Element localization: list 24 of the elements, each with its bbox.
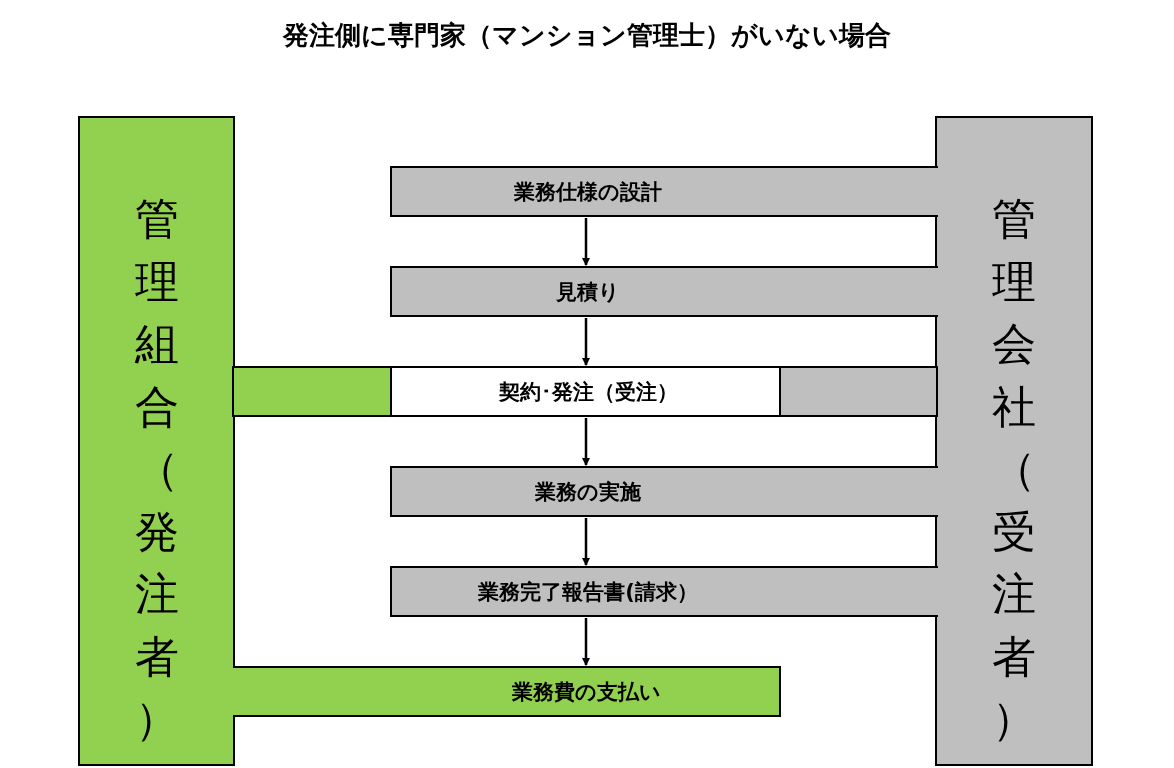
step-box (390, 366, 781, 417)
step-box (390, 166, 938, 217)
connector-band (232, 366, 392, 417)
step-label: 見積り (555, 278, 621, 306)
arrow (582, 218, 590, 266)
arrow (582, 618, 590, 666)
step-label: 業務費の支払い (510, 678, 662, 706)
party-label: 管理組合（発注者） (133, 192, 180, 746)
connector-band (779, 366, 938, 417)
party-label: 管理会社（受注者） (991, 192, 1037, 746)
party-column (935, 116, 1093, 766)
step-box (390, 266, 938, 317)
arrow (582, 418, 590, 466)
title: 発注側に専門家（マンション管理士）がいない場合 (281, 19, 892, 52)
arrow (582, 518, 590, 566)
step-label: 業務仕様の設計 (513, 178, 663, 206)
party-column (78, 116, 235, 766)
step-label: 業務の実施 (534, 478, 642, 506)
step-label: 契約･発注（受注） (497, 378, 679, 406)
arrow (582, 318, 590, 366)
step-box (390, 566, 938, 617)
step-box (233, 666, 781, 717)
step-box (390, 466, 938, 517)
step-label: 業務完了報告書(請求） (477, 578, 699, 606)
